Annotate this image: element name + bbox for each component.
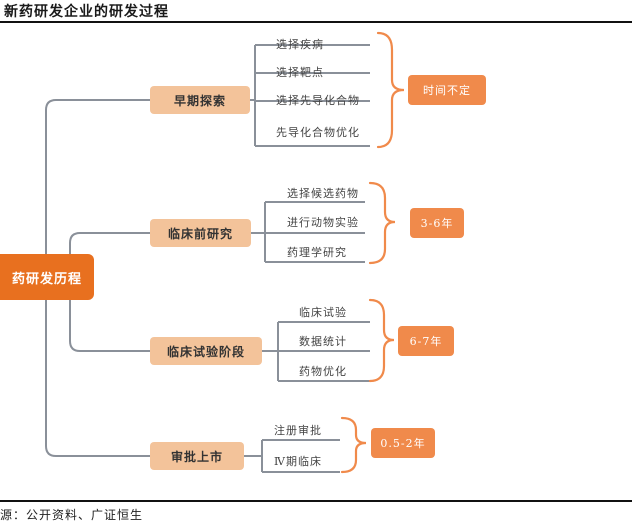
task-item: 数据统计 — [299, 335, 347, 348]
leaf-bracket — [262, 439, 340, 473]
trunk-line — [45, 99, 150, 254]
task-item: 选择先导化合物 — [276, 94, 360, 107]
task-item: 选择靶点 — [276, 66, 324, 79]
root-node: 药研发历程 — [0, 254, 94, 300]
connector-lines — [45, 31, 405, 474]
task-item: 选择候选药物 — [287, 187, 359, 200]
leaf-bracket — [255, 44, 370, 147]
duration-badge: 6-7年 — [398, 326, 454, 356]
trunk-line — [69, 300, 150, 352]
task-item: 进行动物实验 — [287, 216, 359, 229]
stage-preclinical: 临床前研究 — [150, 219, 251, 247]
stage-approval-launch: 审批上市 — [150, 442, 244, 470]
brace — [368, 298, 395, 383]
task-item: 选择疾病 — [276, 38, 324, 51]
trunk-line — [69, 232, 150, 254]
stage-early-exploration: 早期探索 — [150, 86, 250, 114]
task-item: Ⅳ期临床 — [274, 455, 322, 468]
task-item: 药理学研究 — [287, 246, 347, 259]
duration-badge: 时间不定 — [408, 75, 486, 105]
leaf-bracket — [265, 201, 365, 263]
duration-badge: 3-6年 — [410, 208, 464, 238]
task-item: 药物优化 — [299, 365, 347, 378]
stage-clinical-trial: 临床试验阶段 — [150, 337, 262, 365]
duration-badge: 0.5-2年 — [371, 428, 435, 458]
top-rule — [0, 21, 632, 23]
brace — [368, 181, 396, 265]
task-item: 注册审批 — [274, 424, 322, 437]
task-item: 先导化合物优化 — [276, 126, 360, 139]
task-item: 临床试验 — [299, 306, 347, 319]
brace — [340, 416, 367, 474]
bottom-rule — [0, 500, 632, 502]
trunk-line — [45, 300, 150, 457]
brace — [376, 31, 405, 149]
figure-title: 新药研发企业的研发过程 — [4, 4, 169, 20]
leaf-bracket — [278, 321, 370, 382]
source-note: 源：公开资料、广证恒生 — [0, 508, 144, 522]
